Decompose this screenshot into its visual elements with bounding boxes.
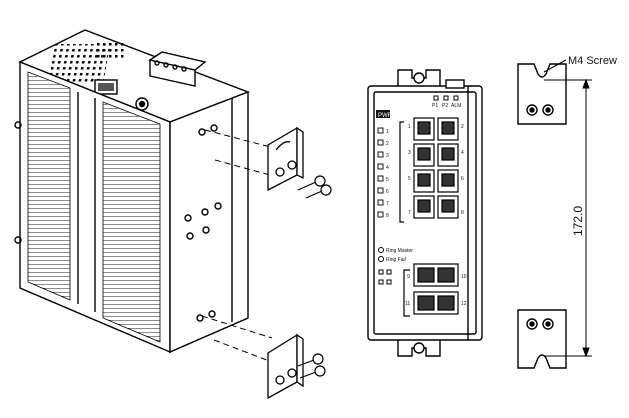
port-num-6: 6 — [461, 176, 464, 182]
rj45-port-grid — [399, 117, 459, 223]
port-num-12: 12 — [461, 301, 467, 307]
port-num-7: 7 — [408, 210, 411, 216]
screw-callout: M4 Screw — [543, 55, 617, 73]
p2-label: P2 — [442, 103, 448, 109]
rj45-port-numbers: 1 2 3 4 5 6 7 8 — [408, 124, 464, 216]
port-num-9: 9 — [407, 274, 410, 280]
screw-callout-label: M4 Screw — [568, 55, 617, 67]
port-num-1: 1 — [408, 124, 411, 130]
led-num-4: 4 — [386, 165, 389, 171]
sfp-port-numbers: 9 10 11 12 — [405, 274, 467, 307]
led-num-8: 8 — [386, 213, 389, 219]
mounting-bracket-upper — [267, 126, 304, 192]
led-num-7: 7 — [386, 201, 389, 207]
terminal-block — [148, 51, 207, 87]
pwr-label-box — [376, 110, 390, 118]
status-led-group: PWR P1 P2 ALM — [376, 95, 461, 119]
ring-master-label: Ring Master — [386, 248, 413, 254]
guide-lines — [201, 129, 283, 363]
screw-upper — [297, 175, 332, 199]
led-num-6: 6 — [386, 189, 389, 195]
port-num-11: 11 — [405, 301, 410, 307]
switch-isometric — [14, 29, 250, 354]
port-num-4: 4 — [461, 150, 464, 156]
led-num-3: 3 — [386, 153, 389, 159]
port-num-10: 10 — [461, 274, 467, 280]
alm-label: ALM — [451, 103, 461, 109]
dimension-line — [544, 78, 592, 358]
port-num-3: 3 — [408, 150, 411, 156]
port-led-column — [377, 127, 384, 218]
dimension-label: 172.0 — [571, 206, 585, 236]
ring-led-group: Ring Master Ring Fail — [378, 247, 413, 285]
sfp-port-grid — [403, 263, 459, 317]
pwr-label: PWR — [378, 113, 393, 119]
p1-label: P1 — [432, 103, 438, 109]
led-num-2: 2 — [386, 141, 389, 147]
port-led-numbers: 1 2 3 4 5 6 7 8 — [386, 129, 389, 219]
screw-lower — [297, 353, 326, 379]
ring-fail-label: Ring Fail — [386, 257, 406, 263]
led-num-1: 1 — [386, 129, 389, 135]
bracket-side-view — [517, 63, 567, 369]
port-num-2: 2 — [461, 124, 464, 130]
led-num-5: 5 — [386, 177, 389, 183]
port-num-5: 5 — [408, 176, 411, 182]
mounting-bracket-lower — [267, 333, 304, 400]
port-num-8: 8 — [461, 210, 464, 216]
